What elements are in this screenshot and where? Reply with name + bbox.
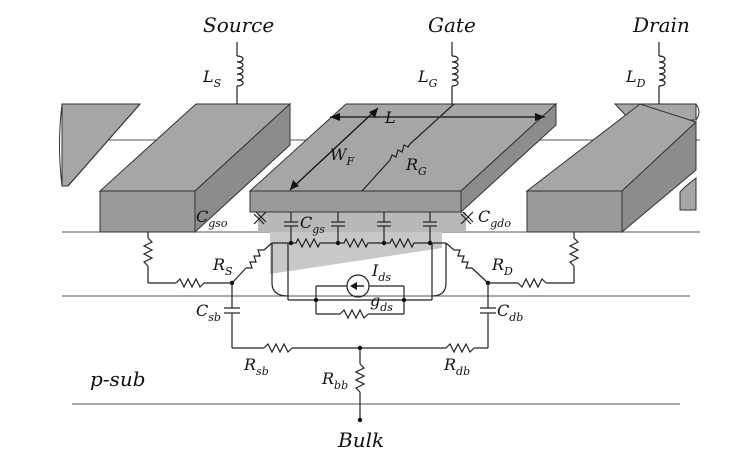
lg-label: LG bbox=[417, 67, 438, 90]
cgso-label: Cgso bbox=[196, 207, 228, 230]
ids-current-source bbox=[271, 243, 447, 314]
distributed-gate-capacitors bbox=[284, 212, 437, 243]
drain-contact-block bbox=[525, 103, 697, 234]
gate-terminal-label: Gate bbox=[428, 13, 476, 37]
wf-label: WF bbox=[330, 145, 354, 168]
rsb-resistor bbox=[232, 342, 360, 354]
rd-label: RD bbox=[491, 255, 513, 278]
gate-block bbox=[248, 102, 558, 214]
rg-label: RG bbox=[405, 155, 427, 178]
rsb-label: Rsb bbox=[243, 355, 269, 378]
ls-label: LS bbox=[202, 67, 222, 90]
bulk-terminal-label: Bulk bbox=[337, 428, 384, 452]
csb-capacitor bbox=[224, 283, 240, 348]
csb-label: Csb bbox=[196, 301, 221, 324]
cgso-capacitor bbox=[253, 211, 267, 225]
source-contact-resistor bbox=[142, 232, 232, 289]
gate-resistance bbox=[361, 103, 455, 192]
source-inductor bbox=[236, 42, 244, 104]
source-terminal-label: Source bbox=[203, 13, 274, 37]
drain-inductor bbox=[658, 42, 666, 104]
length-label: L bbox=[384, 108, 396, 127]
cgdo-label: Cgdo bbox=[478, 207, 511, 230]
rs-label: RS bbox=[212, 255, 233, 278]
width-dimension-arrow bbox=[289, 107, 379, 191]
cdb-label: Cdb bbox=[497, 301, 523, 324]
channel-region bbox=[258, 212, 466, 274]
rd-resistor bbox=[445, 242, 489, 284]
source-contact-block bbox=[98, 102, 292, 234]
gds-label: gds bbox=[370, 291, 393, 314]
drain-contact-resistor bbox=[488, 232, 580, 289]
rdb-label: Rdb bbox=[443, 355, 470, 378]
rbb-resistor bbox=[354, 345, 366, 423]
psub-label: p-sub bbox=[90, 367, 146, 391]
ids-label: Ids bbox=[371, 261, 391, 284]
rs-resistor bbox=[231, 242, 273, 284]
cgs-label: Cgs bbox=[300, 213, 325, 236]
gate-inductor bbox=[451, 42, 459, 104]
cdb-capacitor bbox=[480, 283, 496, 348]
drain-terminal-label: Drain bbox=[632, 13, 690, 37]
gds-resistor bbox=[313, 297, 407, 320]
ld-label: LD bbox=[625, 67, 646, 90]
cgdo-capacitor bbox=[460, 211, 474, 225]
rdb-resistor bbox=[360, 342, 488, 354]
rbb-label: Rbb bbox=[321, 369, 348, 392]
left-oxide-slab bbox=[59, 103, 142, 187]
length-dimension-arrow bbox=[330, 113, 545, 121]
